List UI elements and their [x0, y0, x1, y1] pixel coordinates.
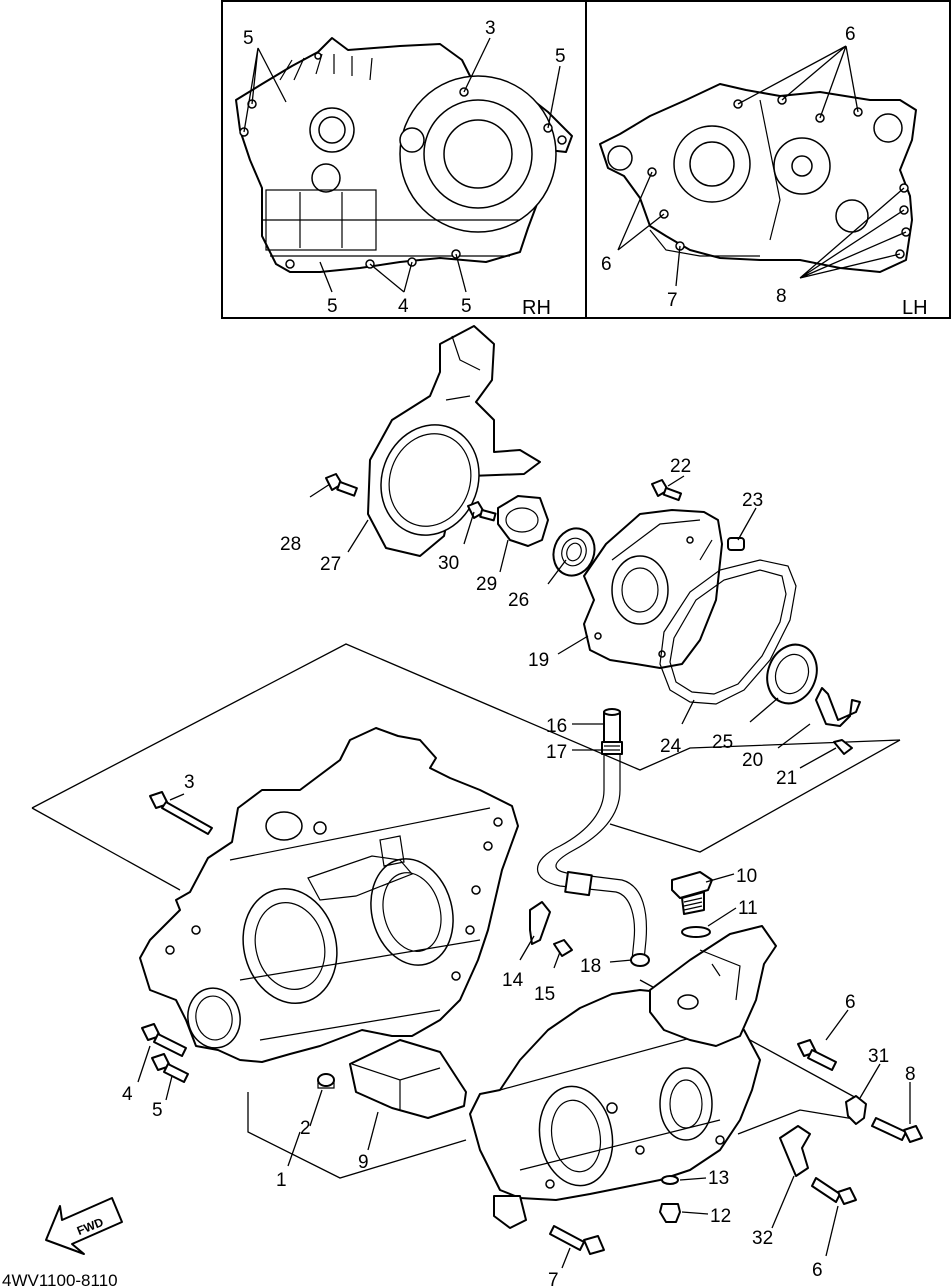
callout-19: 19: [528, 650, 549, 671]
part-17-hose: [536, 741, 648, 961]
part-5-bolt: [151, 1053, 189, 1083]
lh-callout: 8: [776, 286, 787, 307]
part-6-bolt-lower: [811, 1177, 857, 1205]
part-27-cover: [367, 325, 541, 557]
rh-callout: 5: [555, 46, 566, 67]
part-24-gasket: [659, 559, 797, 705]
callout-17: 17: [546, 742, 567, 763]
part-6-bolt-upper: [797, 1039, 837, 1071]
rh-callout: 5: [461, 296, 472, 317]
callout-11: 11: [738, 898, 758, 919]
part-18-clamp: [630, 953, 650, 967]
callout-29: 29: [476, 574, 497, 595]
side-cover: [649, 925, 777, 1047]
part-9-block: [349, 1039, 467, 1119]
part-8-bolt: [871, 1117, 923, 1143]
callout-21: 21: [776, 768, 797, 789]
callout-24: 24: [660, 736, 682, 757]
part-15-bolt: [553, 939, 573, 957]
rh-callout: 3: [485, 18, 496, 39]
callout-30: 30: [438, 553, 459, 574]
callout-6: 6: [845, 992, 856, 1013]
callout-26: 26: [508, 590, 529, 611]
part-31-bracket: [845, 1095, 867, 1125]
callout-22: 22: [670, 456, 691, 477]
callout-4: 4: [122, 1084, 133, 1105]
callout-7: 7: [548, 1270, 559, 1288]
rh-leader-lines: [243, 37, 561, 293]
part-22-bolt: [651, 479, 683, 502]
part-29-holder: [497, 495, 549, 547]
main-leader-lines: [137, 475, 911, 1269]
callout-9: 9: [358, 1152, 369, 1173]
drawing-code: 4WV1100-8110: [2, 1271, 118, 1288]
callout-27: 27: [320, 554, 341, 575]
part-10-cap: [671, 871, 713, 915]
part-30-bolt: [467, 501, 497, 522]
lh-callout: 6: [601, 254, 612, 275]
part-19-cover: [583, 509, 723, 669]
callout-18: 18: [580, 956, 601, 977]
callout-8: 8: [905, 1064, 916, 1085]
callout-15: 15: [534, 984, 555, 1005]
part-28-bolt: [325, 473, 358, 497]
callout-13: 13: [708, 1168, 729, 1189]
part-1-crankcase-right: [139, 727, 519, 1063]
main-callouts: 1 2 3 4 5 6 7 8 9 10 11 12 13 14 15 16 1…: [122, 456, 916, 1288]
lh-side-label: LH: [902, 297, 928, 319]
inset-frames: [221, 0, 951, 319]
part-4-bolt: [141, 1023, 187, 1057]
lh-callouts: 6 6 7 8 LH: [601, 24, 928, 319]
part-13-washer: [661, 1175, 679, 1185]
part-7-bolt: [549, 1225, 605, 1255]
part-21-bolt: [833, 739, 853, 755]
part-14-bracket: [529, 901, 551, 945]
part-32-clip: [779, 1125, 811, 1177]
rh-callouts: 5 3 5 5 4 5 RH: [243, 18, 566, 319]
callout-2: 2: [300, 1118, 311, 1139]
callout-1: 1: [276, 1170, 287, 1191]
callout-16: 16: [546, 716, 567, 737]
part-20-plate: [815, 687, 861, 727]
callout-10: 10: [736, 866, 757, 887]
lh-callout: 7: [667, 290, 678, 311]
callout-25: 25: [712, 732, 733, 753]
lh-leader-lines: [617, 45, 907, 287]
callout-32: 32: [752, 1228, 773, 1249]
part-25-seal: [766, 643, 818, 705]
rh-callout: 5: [327, 296, 338, 317]
callout-6-lower: 6: [812, 1260, 823, 1281]
part-11-oring: [681, 926, 711, 938]
lh-callout: 6: [845, 24, 856, 45]
callout-23: 23: [742, 490, 763, 511]
part-3-bolt: [149, 791, 213, 835]
callout-28: 28: [280, 534, 301, 555]
rh-side-label: RH: [522, 297, 551, 319]
rh-callout: 4: [398, 296, 409, 317]
part-23-dowel: [727, 537, 745, 551]
part-2-dowel: [317, 1073, 335, 1089]
callout-3: 3: [184, 772, 195, 793]
callout-5: 5: [152, 1100, 163, 1121]
fwd-arrow: FWD: [45, 1197, 123, 1255]
callout-31: 31: [868, 1046, 889, 1067]
rh-crankcase-inset: [235, 37, 573, 273]
callout-12: 12: [710, 1206, 731, 1227]
lh-crankcase-inset: [599, 83, 917, 273]
left-crankcase-half: [469, 989, 761, 1229]
part-12-plug: [659, 1203, 681, 1223]
callout-14: 14: [502, 970, 524, 991]
callout-20: 20: [742, 750, 763, 771]
rh-callout: 5: [243, 28, 254, 49]
